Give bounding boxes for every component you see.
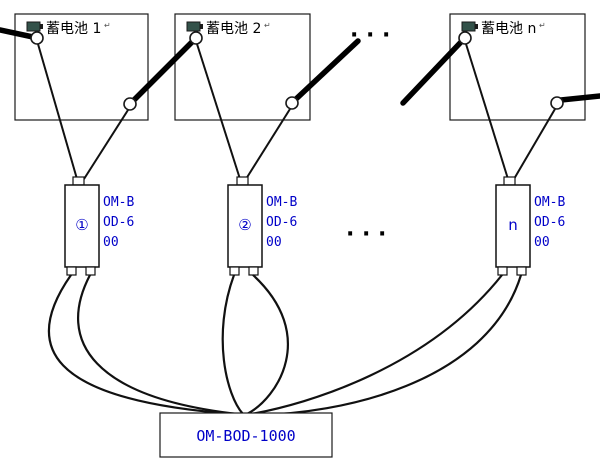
battery-icon [461, 21, 478, 32]
sense-wire-battery1-negative [83, 109, 129, 180]
battery-n-terminal-right [550, 96, 564, 110]
module-n-number: n [508, 216, 518, 234]
module-2: ② OM-B OD-6 00 [227, 176, 297, 276]
battery-icon [186, 21, 203, 32]
battery-2-terminal-right [285, 96, 299, 110]
cable-module-n-left [250, 274, 503, 416]
module-1-number: ① [75, 216, 88, 234]
battery-2-terminal-left [189, 31, 203, 45]
cable-module1-right [77, 274, 239, 416]
module-n-bottom-terminal-left [497, 266, 508, 276]
module-n-bottom-terminal-right [516, 266, 527, 276]
battery-2-label: 蓄电池 2 [206, 21, 261, 37]
cable-module-n-right [254, 274, 523, 417]
sense-wire-battery2-negative [245, 108, 291, 180]
module-n-model-line3: 00 [534, 235, 550, 250]
module-n-model-line2: OD-6 [534, 215, 565, 230]
module-2-body [227, 184, 263, 268]
module-1-model-line1: OM-B [103, 195, 134, 210]
module-n: n OM-B OD-6 00 [495, 176, 565, 276]
module-n-body [495, 184, 531, 268]
bus-bar-right-lead [558, 93, 600, 103]
module-1-top-terminal [72, 176, 85, 186]
sense-wire-battery1-positive [37, 43, 78, 180]
main-unit-label: OM-BOD-1000 [196, 427, 295, 445]
battery-1-label: 蓄电池 1 [46, 21, 101, 37]
cable-module1-left [47, 274, 235, 416]
bus-bar-ellipsis-to-battery-n [400, 39, 464, 106]
module-2-model-line3: 00 [266, 235, 282, 250]
battery-1-terminal-right [123, 97, 137, 111]
main-unit-outline [159, 412, 333, 458]
module-2-model-line1: OM-B [266, 195, 297, 210]
module-1-body [64, 184, 100, 268]
return-mark: ↵ [264, 21, 271, 30]
bus-bar-battery2-to-ellipsis [293, 38, 361, 102]
main-unit: OM-BOD-1000 [159, 412, 333, 458]
ellipsis-top: · · · [350, 23, 390, 48]
cable-module2-left [221, 274, 244, 415]
battery-n-terminal-left [458, 31, 472, 45]
module-n-model-line1: OM-B [534, 195, 565, 210]
battery-n-label: 蓄电池 n [481, 21, 536, 37]
module-1-bottom-terminal-right [85, 266, 96, 276]
module-1: ① OM-B OD-6 00 [64, 176, 134, 276]
module-2-top-terminal [236, 176, 249, 186]
return-mark: ↵ [539, 21, 546, 30]
ellipsis-middle: · · · [346, 222, 386, 247]
module-2-number: ② [238, 216, 251, 234]
sense-wire-battery2-positive [196, 43, 241, 180]
module-n-top-terminal [503, 176, 516, 186]
module-2-bottom-terminal-left [229, 266, 240, 276]
module-1-model-line2: OD-6 [103, 215, 134, 230]
battery-icon [26, 21, 43, 32]
return-mark: ↵ [104, 21, 111, 30]
cable-module2-right [246, 274, 289, 415]
battery-1-terminal-left [30, 31, 44, 45]
battery-box-n: 蓄电池 n ↵ [449, 13, 586, 121]
sense-wire-battery-n-negative [513, 108, 556, 180]
module-2-bottom-terminal-right [248, 266, 259, 276]
module-1-model-line3: 00 [103, 235, 119, 250]
bus-bar-battery1-to-battery2 [131, 39, 195, 103]
module-2-model-line2: OD-6 [266, 215, 297, 230]
sense-wire-battery-n-positive [465, 43, 509, 180]
module-1-bottom-terminal-left [66, 266, 77, 276]
bus-bar-left-lead [0, 27, 36, 40]
